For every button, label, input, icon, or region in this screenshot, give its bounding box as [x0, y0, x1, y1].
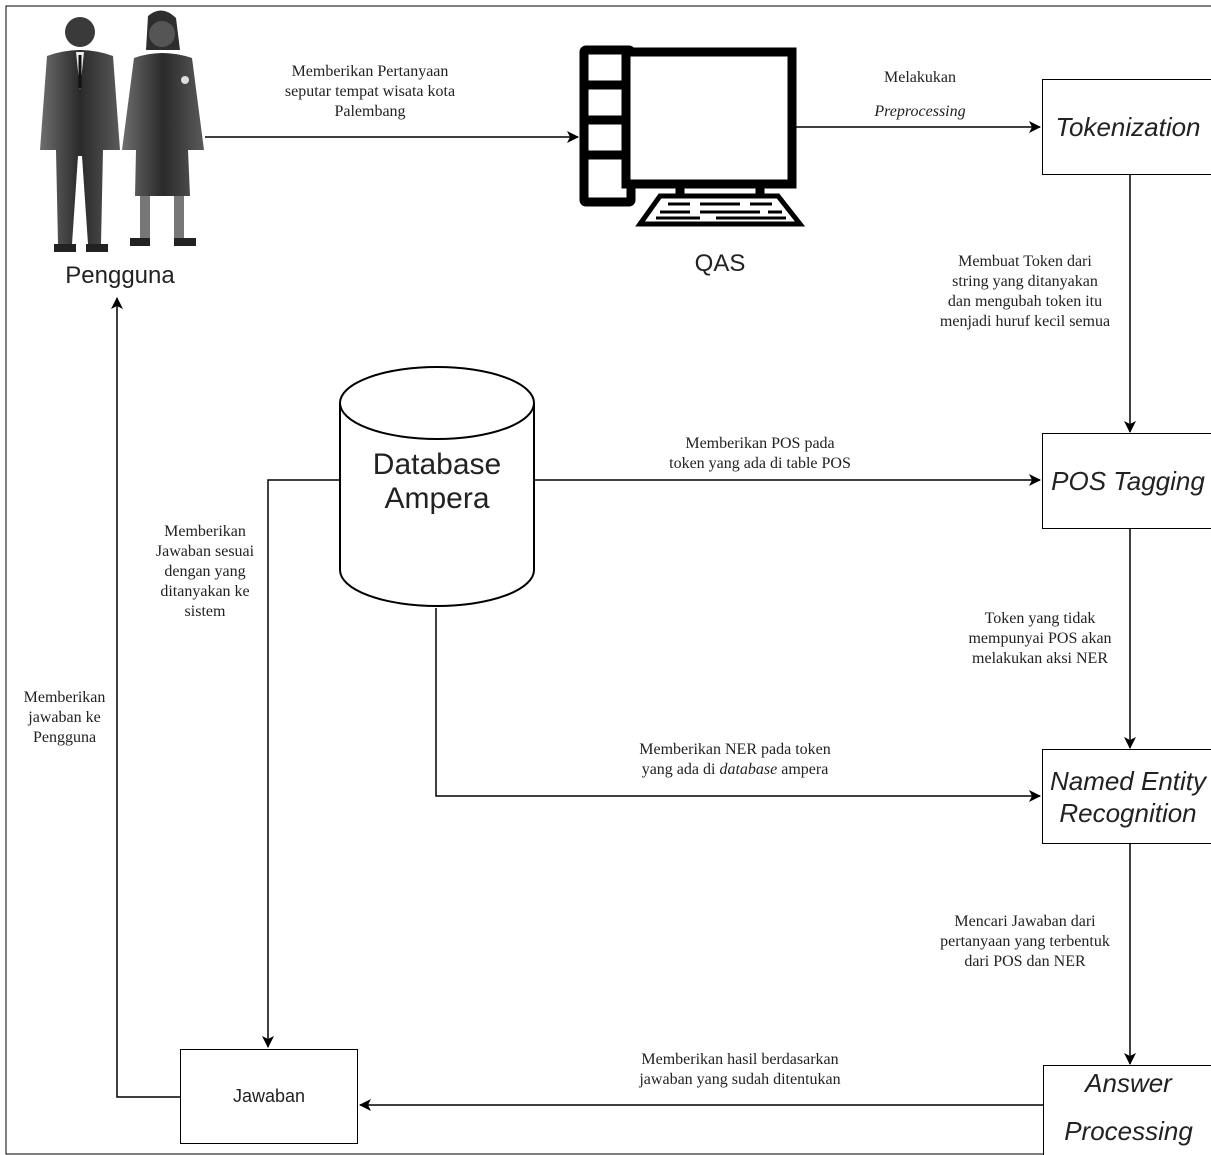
male-user-figure — [40, 17, 120, 252]
label-ner-action: Token yang tidak mempunyai POS akan mela… — [950, 609, 1130, 669]
database-label: Database Ampera — [340, 448, 534, 516]
qas-label: QAS — [694, 250, 746, 277]
label-ner-db-line1: Memberikan NER pada token — [639, 741, 831, 758]
label-token: Membuat Token dari string yang ditanyaka… — [920, 252, 1130, 332]
database-label-line1: Database — [372, 448, 502, 481]
jawaban-box[interactable]: Jawaban — [180, 1049, 358, 1144]
answer-label-line1: Answer — [1085, 1067, 1172, 1098]
label-db-answer-line3: dengan yang — [164, 563, 246, 580]
label-search-line3: dari POS dan NER — [964, 953, 1086, 970]
tokenization-label: Tokenization — [1055, 112, 1201, 142]
label-preprocess: Melakukan Preprocessing — [855, 68, 985, 122]
label-ner-db-prefix: yang ada di — [641, 761, 720, 778]
answer-processing-box[interactable]: Answer Processing — [1043, 1065, 1211, 1155]
jawaban-label: Jawaban — [232, 1086, 306, 1106]
label-ner-action-line3: melakukan aksi NER — [972, 650, 1108, 667]
computer-icon — [579, 45, 806, 227]
label-to-user-line1: Memberikan — [23, 689, 106, 706]
label-ner-db-italic: database — [719, 761, 778, 778]
label-ner-action-line1: Token yang tidak — [984, 610, 1096, 627]
label-pos: Memberikan POS pada token yang ada di ta… — [630, 434, 890, 474]
arrow-to-user — [111, 297, 180, 1098]
label-preprocess-line2: Preprocessing — [874, 103, 966, 120]
answer-processing-label: Answer Processing — [1064, 1069, 1193, 1145]
database-label-line2: Ampera — [384, 482, 490, 515]
label-search-line1: Mencari Jawaban dari — [954, 913, 1096, 930]
female-user-figure — [122, 10, 204, 246]
label-token-line4: menjadi huruf kecil semua — [939, 313, 1111, 330]
label-ner-db: Memberikan NER pada token yang ada di da… — [605, 740, 865, 780]
arrow-db-answer — [262, 479, 340, 1048]
label-pos-line2: token yang ada di table POS — [669, 455, 851, 472]
label-to-user-line3: Pengguna — [32, 729, 97, 746]
answer-label-line2: Processing — [1064, 1115, 1193, 1146]
label-search-line2: pertanyaan yang terbentuk — [940, 933, 1110, 950]
label-question-line1: Memberikan Pertanyaan — [291, 63, 449, 80]
label-to-user: Memberikan jawaban ke Pengguna — [12, 688, 117, 748]
frame-border — [5, 5, 1211, 1155]
label-result: Memberikan hasil berdasarkan jawaban yan… — [610, 1050, 870, 1090]
ner-label-line1: Named Entity — [1049, 765, 1207, 796]
label-pos-line1: Memberikan POS pada — [685, 435, 835, 452]
label-preprocess-line1: Melakukan — [884, 69, 956, 86]
user-label: Pengguna — [65, 262, 175, 289]
label-db-answer-line5: sistem — [184, 603, 226, 620]
ner-box[interactable]: Named Entity Recognition — [1042, 749, 1211, 844]
arrow-ner-db — [435, 608, 1041, 802]
label-token-line1: Membuat Token dari — [958, 253, 1092, 270]
label-question-line2: seputar tempat wisata kota — [284, 83, 456, 100]
label-token-line2: string yang ditanyakan — [952, 273, 1098, 290]
label-db-answer-line2: Jawaban sesuai — [155, 543, 255, 560]
pos-tagging-box[interactable]: POS Tagging — [1042, 433, 1211, 529]
database-cylinder — [339, 366, 535, 607]
label-to-user-line2: jawaban ke — [28, 709, 101, 726]
ner-label-line2: Recognition — [1059, 797, 1197, 828]
ner-label: Named Entity Recognition — [1050, 765, 1206, 829]
label-ner-action-line2: mempunyai POS akan — [968, 630, 1112, 647]
pos-tagging-label: POS Tagging — [1051, 466, 1205, 496]
label-db-answer-line4: ditanyakan ke — [160, 583, 250, 600]
label-ner-db-line2: yang ada di database ampera — [605, 760, 865, 780]
label-search: Mencari Jawaban dari pertanyaan yang ter… — [920, 912, 1130, 972]
label-question: Memberikan Pertanyaan seputar tempat wis… — [240, 62, 500, 122]
label-ner-db-suffix: ampera — [777, 761, 829, 778]
tokenization-box[interactable]: Tokenization — [1042, 79, 1211, 175]
label-db-answer: Memberikan Jawaban sesuai dengan yang di… — [140, 522, 270, 622]
label-result-line1: Memberikan hasil berdasarkan — [641, 1051, 839, 1068]
label-result-line2: jawaban yang sudah ditentukan — [639, 1071, 841, 1088]
label-token-line3: dan mengubah token itu — [947, 293, 1103, 310]
label-question-line3: Palembang — [334, 103, 406, 120]
label-db-answer-line1: Memberikan — [164, 523, 246, 540]
